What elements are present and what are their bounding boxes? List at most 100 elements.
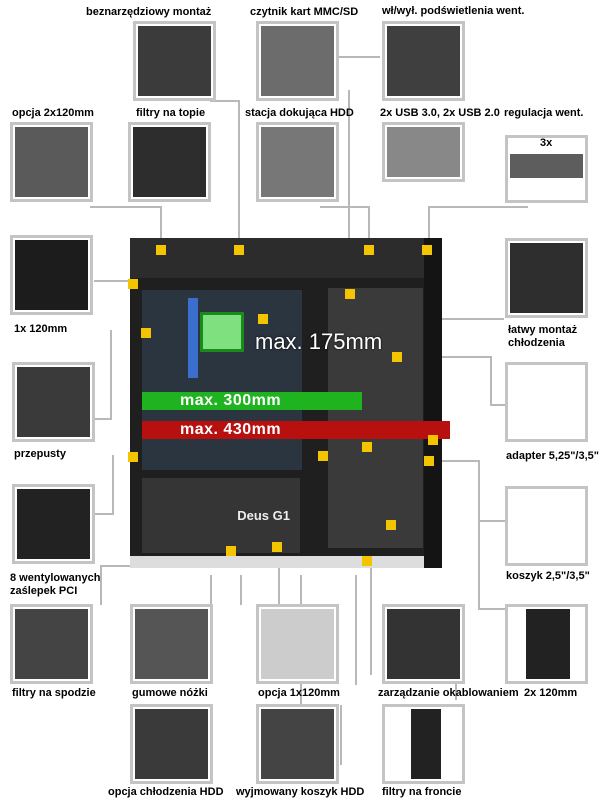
thumb-2x120-front: [505, 604, 588, 684]
marker: [424, 456, 434, 466]
connector-line: [210, 575, 212, 605]
label-1x120-opt: opcja 1x120mm: [258, 687, 340, 699]
connector-line: [490, 404, 510, 406]
marker: [422, 245, 432, 255]
thumb-1x120: [10, 235, 93, 315]
thumb-front-filters: [382, 704, 465, 784]
marker: [128, 279, 138, 289]
thumb-top-filters: [128, 122, 211, 202]
connector-line: [320, 56, 380, 58]
connector-line: [478, 608, 506, 610]
drive-bays: [328, 288, 423, 548]
marker: [392, 352, 402, 362]
label-led-switch: wł/wył. podświetlenia went.: [382, 5, 525, 17]
thumb-1x120-opt: [256, 604, 339, 684]
connector-line: [90, 206, 162, 208]
thumb-card-reader: [256, 21, 339, 101]
cpu-cooler-max: max. 175mm: [255, 329, 383, 354]
connector-line: [238, 100, 240, 244]
connector-line: [94, 280, 134, 282]
thumb-removable-cage: [256, 704, 339, 784]
marker: [318, 451, 328, 461]
thumb-adapter: [505, 362, 588, 442]
marker: [272, 542, 282, 552]
gpu-max-green-bar: max. 300mm: [142, 392, 362, 410]
thumb-rubber-feet: [130, 604, 213, 684]
connector-line: [240, 575, 242, 605]
label-rubber-feet: gumowe nóżki: [132, 687, 208, 699]
thumb-grommets: [12, 362, 95, 442]
marker: [141, 328, 151, 338]
thumb-hdd-cooling: [130, 704, 213, 784]
label-front-filters: filtry na froncie: [382, 786, 462, 798]
case-bottom: [130, 556, 442, 568]
marker: [128, 452, 138, 462]
thumb-cable-mgmt: [382, 604, 465, 684]
thumb-bottom-filters: [10, 604, 93, 684]
thumb-tool-free: [133, 21, 216, 101]
label-top-filters: filtry na topie: [136, 107, 206, 119]
connector-line: [478, 520, 506, 522]
label-bottom-filters: filtry na spodzie: [12, 687, 96, 699]
label-cable-mgmt: zarządzanie okablowaniem: [378, 687, 519, 699]
connector-line: [94, 418, 112, 420]
connector-line: [368, 206, 370, 246]
thumb-pci-slots: [12, 484, 95, 564]
label-fan-control: regulacja went.: [504, 107, 584, 119]
psu-brand: Deus G1: [237, 508, 290, 523]
thumb-fan-control: [505, 135, 588, 203]
marker: [362, 556, 372, 566]
connector-line: [428, 206, 430, 250]
label-grommets: przepusty: [14, 448, 66, 460]
gpu-max-red-bar: max. 430mm: [142, 421, 450, 439]
connector-line: [160, 206, 162, 242]
connector-line: [100, 565, 102, 605]
connector-line: [428, 206, 528, 208]
label-card-reader: czytnik kart MMC/SD: [250, 6, 359, 18]
connector-line: [340, 705, 342, 765]
label-pci-slots: 8 wentylowanych zaślepek PCI: [10, 572, 101, 597]
label-hdd-dock: stacja dokująca HDD: [245, 107, 354, 119]
label-removable-cage: wyjmowany koszyk HDD: [236, 786, 365, 798]
connector-line: [348, 90, 350, 290]
label-1x120: 1x 120mm: [14, 323, 68, 335]
label-tool-free: beznarzędziowy montaż: [86, 6, 212, 18]
label-2x120: opcja 2x120mm: [12, 107, 94, 119]
connector-line: [112, 455, 114, 515]
connector-line: [402, 356, 492, 358]
connector-line: [490, 356, 492, 406]
thumb-easy-cooling: [505, 238, 588, 318]
marker: [156, 245, 166, 255]
label-fan-control-count: 3x: [540, 137, 553, 149]
connector-line: [278, 550, 280, 606]
marker: [345, 289, 355, 299]
thumb-led-switch: [382, 21, 465, 101]
marker: [364, 245, 374, 255]
cpu-cooler-cube-icon: [200, 312, 244, 352]
thumb-usb: [382, 122, 465, 182]
front-panel: [424, 238, 442, 568]
label-easy-cooling: łatwy montaż chłodzenia: [508, 324, 578, 349]
ram-slots: [188, 298, 198, 378]
connector-line: [210, 100, 240, 102]
label-2x120-front: 2x 120mm: [524, 687, 578, 699]
connector-line: [370, 565, 372, 675]
label-usb: 2x USB 3.0, 2x USB 2.0: [380, 107, 500, 119]
label-cage: koszyk 2,5"/3,5": [506, 570, 590, 582]
marker: [226, 546, 236, 556]
connector-line: [110, 330, 112, 420]
case-top-panel: [130, 238, 442, 278]
marker: [234, 245, 244, 255]
connector-line: [478, 460, 480, 610]
thumb-2x120: [10, 122, 93, 202]
connector-line: [320, 206, 370, 208]
connector-line: [440, 460, 480, 462]
label-hdd-cooling: opcja chłodzenia HDD: [108, 786, 224, 798]
thumb-hdd-dock: [256, 122, 339, 202]
label-adapter: adapter 5,25"/3,5": [506, 450, 599, 462]
connector-line: [94, 513, 114, 515]
connector-line: [355, 575, 357, 685]
marker: [428, 435, 438, 445]
thumb-cage: [505, 486, 588, 566]
psu: Deus G1: [142, 478, 300, 553]
